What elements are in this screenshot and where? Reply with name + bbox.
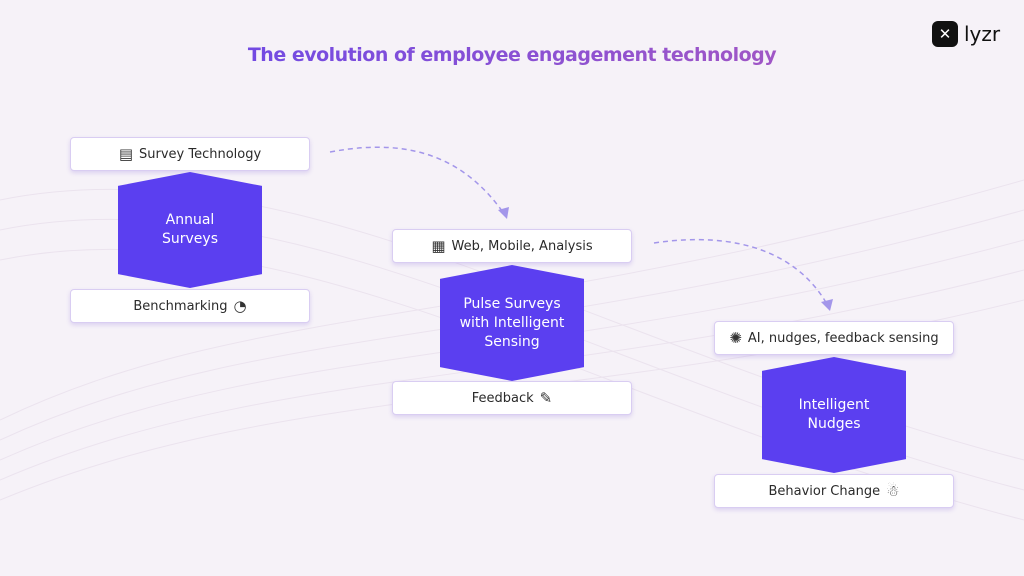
stage-2-bottom-label: Feedback ✎	[392, 381, 632, 415]
label-text: Web, Mobile, Analysis	[451, 238, 593, 254]
lyzr-logo: ✕ lyzr	[932, 21, 1000, 47]
arrow-1	[329, 146, 506, 216]
feedback-edit-icon: ✎	[539, 389, 553, 407]
page-title: The evolution of employee engagement tec…	[0, 44, 1024, 66]
arrow-2	[653, 238, 829, 307]
label-text: Behavior Change	[768, 483, 881, 499]
logo-text: lyzr	[964, 22, 1001, 46]
stage-3-hexagon: Intelligent Nudges	[762, 357, 906, 473]
lyzr-logo-icon: ✕	[932, 21, 958, 47]
stage-3-top-label: ✺ AI, nudges, feedback sensing	[714, 321, 954, 355]
person-idea-icon: ☃	[886, 482, 900, 500]
stage-2-hexagon: Pulse Surveys with Intelligent Sensing	[440, 265, 584, 381]
stage-3-bottom-label: Behavior Change ☃	[714, 474, 954, 508]
stage-1-top-label: ▤ Survey Technology	[70, 137, 310, 171]
analytics-dashboard-icon: ▦	[431, 237, 446, 255]
label-text: AI, nudges, feedback sensing	[747, 330, 939, 346]
label-text: Survey Technology	[139, 146, 262, 162]
survey-document-icon: ▤	[118, 145, 133, 163]
stage-1-hexagon: Annual Surveys	[118, 172, 262, 288]
label-text: Benchmarking	[133, 298, 228, 314]
label-text: Feedback	[471, 390, 534, 406]
stage-2-top-label: ▦ Web, Mobile, Analysis	[392, 229, 632, 263]
ai-brain-icon: ✺	[729, 329, 742, 347]
stage-1-bottom-label: Benchmarking ◔	[70, 289, 310, 323]
gauge-chart-icon: ◔	[233, 297, 247, 315]
